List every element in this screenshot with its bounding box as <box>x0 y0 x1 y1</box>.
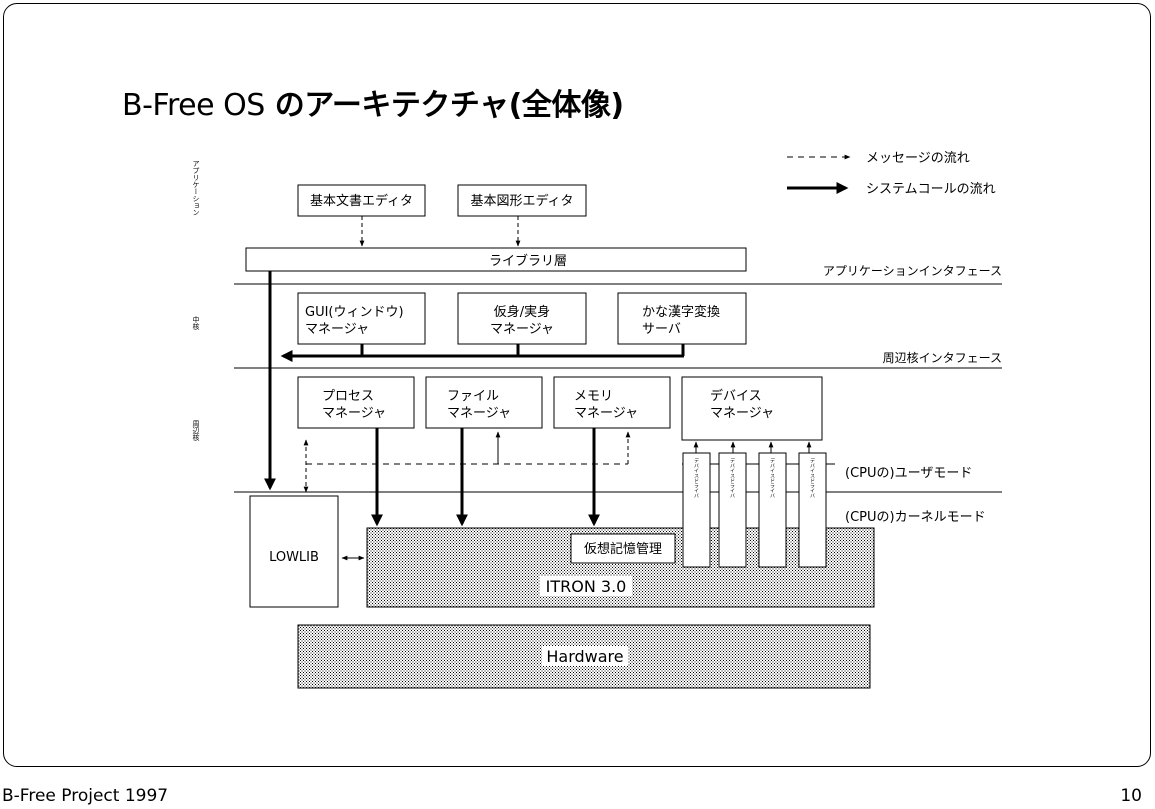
device-driver-1-label: デバイスドライバ <box>693 457 699 498</box>
device-manager-line1: デバイス <box>710 388 762 404</box>
kernel-mode-label: (CPUの)カーネルモード <box>845 510 986 525</box>
device-manager-line2: マネージャ <box>710 406 774 421</box>
library-layer-box: ライブラリ層 <box>245 247 747 272</box>
layer-label-middle: 中核 <box>192 315 200 331</box>
device-driver-4: デバイスドライバ <box>798 441 827 568</box>
device-driver-2-label: デバイスドライバ <box>729 457 735 498</box>
itron-label: ITRON 3.0 <box>546 577 627 596</box>
lowlib-box: LOWLIB <box>249 495 339 608</box>
process-manager-line2: マネージャ <box>322 406 386 421</box>
virtual-manager-box: 仮身/実身 マネージャ <box>457 292 587 345</box>
device-drivers: デバイスドライバ デバイスドライバ デバイスドライバ デバイスドライバ <box>682 441 827 568</box>
lowlib-label: LOWLIB <box>269 550 319 565</box>
kana-server-line2: サーバ <box>642 322 681 337</box>
process-manager-line1: プロセス <box>322 389 374 404</box>
virtual-manager-line2: マネージャ <box>490 322 554 337</box>
kana-server-box: かな漢字変換 サーバ <box>617 292 747 345</box>
footer-project: B-Free Project 1997 <box>2 786 169 806</box>
memory-manager-line2: マネージャ <box>574 406 638 421</box>
device-driver-2: デバイスドライバ <box>718 441 747 568</box>
hardware-label: Hardware <box>546 647 623 666</box>
middle-syscall-bus <box>280 344 685 362</box>
memory-manager-box: メモリ マネージャ <box>553 376 671 429</box>
hardware-box: Hardware <box>297 624 871 689</box>
peripheral-message-paths <box>303 431 631 493</box>
virtual-manager-line1: 仮身/実身 <box>494 304 550 320</box>
legend: メッセージの流れ システムコールの流れ <box>787 151 996 197</box>
device-driver-3-label: デバイスドライバ <box>769 457 775 498</box>
process-manager-box: プロセス マネージャ <box>297 376 415 429</box>
device-manager-box: デバイス マネージャ <box>681 376 823 441</box>
layer-label-peripheral: 周辺核 <box>192 420 200 442</box>
gui-manager-line1: GUI(ウィンドウ) <box>305 305 404 320</box>
device-driver-3: デバイスドライバ <box>758 441 787 568</box>
device-driver-1: デバイスドライバ <box>682 441 711 568</box>
vm-manager-box: 仮想記憶管理 <box>570 533 676 564</box>
figure-editor-label: 基本図形エディタ <box>470 193 573 209</box>
peripheral-interface-label: 周辺核インタフェース <box>883 351 1002 365</box>
legend-syscall-label: システムコールの流れ <box>866 182 996 197</box>
vm-manager-label: 仮想記憶管理 <box>584 541 662 557</box>
title-latin: B-Free OS <box>122 88 265 123</box>
file-manager-line2: マネージャ <box>447 406 511 421</box>
title-japanese: のアーキテクチャ(全体像) <box>274 88 624 123</box>
user-mode-label: (CPUの)ユーザモード <box>845 466 972 481</box>
text-editor-label: 基本文書エディタ <box>310 193 413 209</box>
library-layer-label: ライブラリ層 <box>489 253 567 269</box>
legend-message-label: メッセージの流れ <box>866 151 970 166</box>
figure-editor-box: 基本図形エディタ <box>457 184 587 217</box>
footer-page-number: 10 <box>1120 786 1142 806</box>
slide-frame <box>3 3 1151 767</box>
gui-manager-box: GUI(ウィンドウ) マネージャ <box>297 292 426 345</box>
memory-manager-line1: メモリ <box>574 389 613 404</box>
file-manager-line1: ファイル <box>447 389 499 404</box>
kana-server-line1: かな漢字変換 <box>642 304 720 320</box>
slide-title: B-Free OS のアーキテクチャ(全体像) <box>122 80 624 124</box>
text-editor-box: 基本文書エディタ <box>297 184 426 217</box>
file-manager-box: ファイル マネージャ <box>425 376 543 429</box>
layer-label-application: アプリケーション <box>192 160 200 216</box>
app-interface-label: アプリケーションインタフェース <box>823 264 1002 278</box>
gui-manager-line2: マネージャ <box>305 322 369 337</box>
device-driver-4-label: デバイスドライバ <box>809 457 815 498</box>
